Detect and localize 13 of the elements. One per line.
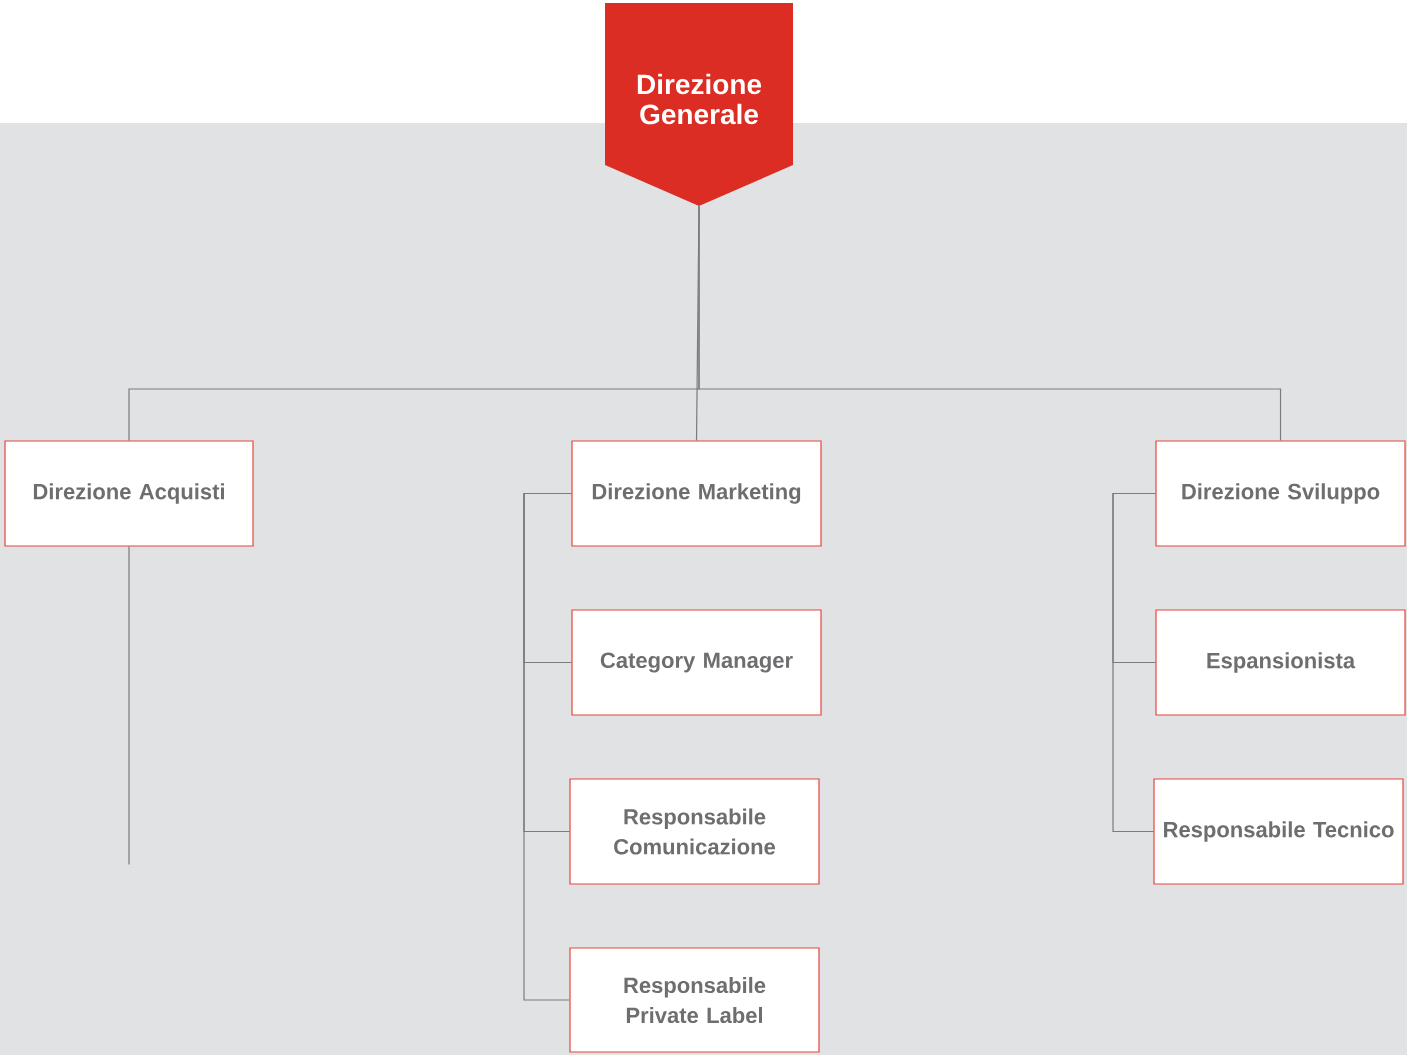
org-box: Responsabile Tecnico — [1153, 778, 1404, 885]
org-box: Responsabile Comunicazione — [569, 778, 820, 885]
org-box: Direzione Sviluppo — [1155, 440, 1406, 547]
connector-line — [523, 492, 572, 1001]
org-box: Responsabile Private Label — [569, 947, 820, 1053]
connector-line — [128, 546, 130, 866]
banner-box: Direzione Generale — [605, 3, 793, 206]
connector-line — [1112, 492, 1156, 833]
org-box: Category Manager — [571, 609, 822, 716]
org-box: Espansionista — [1155, 609, 1406, 716]
org-box: Direzione Acquisti — [4, 440, 254, 547]
connector-line — [698, 205, 1282, 441]
org-box: Direzione Marketing — [571, 440, 822, 547]
